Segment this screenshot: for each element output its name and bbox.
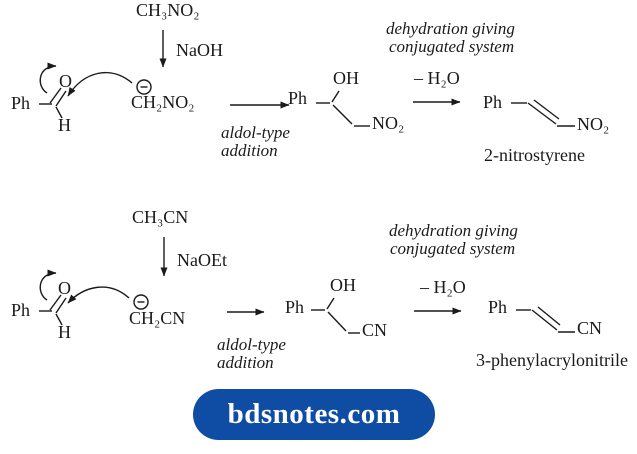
- step-label: conjugated system: [390, 239, 516, 258]
- adduct-group: NO₂: [372, 113, 405, 133]
- condition-label: – H₂O: [420, 277, 466, 297]
- adduct-group: CN: [362, 320, 388, 340]
- step-label: addition: [221, 141, 278, 160]
- product-phenyl: Ph: [488, 297, 508, 317]
- minus-charge-icon: [133, 294, 149, 310]
- nucleophilic-attack-arrow: [67, 286, 130, 304]
- product-double-bond: [531, 309, 558, 331]
- step-label: dehydration giving: [386, 19, 515, 38]
- c-o-double-bond: [55, 90, 67, 107]
- product-double-bond: [533, 99, 560, 120]
- step-label: addition: [217, 353, 274, 372]
- product-group: NO₂: [577, 114, 610, 134]
- reagent-formula: CH₃CN: [132, 207, 189, 227]
- product-double-bond: [527, 102, 557, 125]
- scheme2-graphics: [39, 237, 575, 334]
- step-label: aldol-type: [217, 335, 286, 354]
- watermark-label: bdsnotes.com: [227, 398, 401, 430]
- nucleophilic-attack-arrow: [67, 71, 133, 97]
- base-label: NaOH: [176, 40, 223, 60]
- adduct-hydroxyl: OH: [333, 68, 359, 88]
- phenyl-label: Ph: [11, 93, 31, 113]
- carbanion-formula: CH₂NO₂: [131, 92, 195, 112]
- minus-charge-icon: [136, 79, 152, 95]
- c-o-double-bond: [55, 297, 67, 314]
- reagent-formula: CH₃NO₂: [136, 0, 200, 20]
- product-name: 3-phenylacrylonitrile: [476, 350, 628, 370]
- electron-push-curl-arrow: [39, 269, 57, 301]
- carbonyl-oxygen: O: [59, 71, 72, 91]
- adduct-phenyl: Ph: [288, 88, 308, 108]
- adduct-bond: [327, 311, 347, 332]
- product-group: CN: [577, 318, 603, 338]
- c-h-bond: [55, 106, 63, 119]
- adduct-bond: [332, 104, 353, 125]
- carbonyl-oxygen: O: [58, 278, 71, 298]
- carbanion-formula: CH₂CN: [129, 308, 186, 328]
- base-label: NaOEt: [177, 250, 227, 270]
- step-label: conjugated system: [389, 37, 515, 56]
- product-name: 2-nitrostyrene: [484, 145, 585, 165]
- watermark-badge[interactable]: bdsnotes.com: [193, 389, 435, 440]
- c-o-double-bond: [49, 87, 62, 104]
- phenyl-label: Ph: [11, 300, 31, 320]
- adduct-bond: [326, 297, 335, 310]
- condition-label: – H₂O: [414, 68, 460, 88]
- product-phenyl: Ph: [483, 92, 503, 112]
- scheme1-graphics: [39, 30, 575, 127]
- c-o-double-bond: [49, 294, 62, 311]
- adduct-hydroxyl: OH: [330, 275, 356, 295]
- c-h-bond: [55, 313, 63, 326]
- adduct-phenyl: Ph: [285, 297, 305, 317]
- adduct-bond: [331, 90, 340, 103]
- step-label: aldol-type: [221, 123, 290, 142]
- aldehyde-hydrogen: H: [58, 322, 71, 342]
- electron-push-curl-arrow: [39, 62, 57, 94]
- product-double-bond: [537, 306, 561, 326]
- step-label: dehydration giving: [389, 221, 518, 240]
- aldehyde-hydrogen: H: [58, 115, 71, 135]
